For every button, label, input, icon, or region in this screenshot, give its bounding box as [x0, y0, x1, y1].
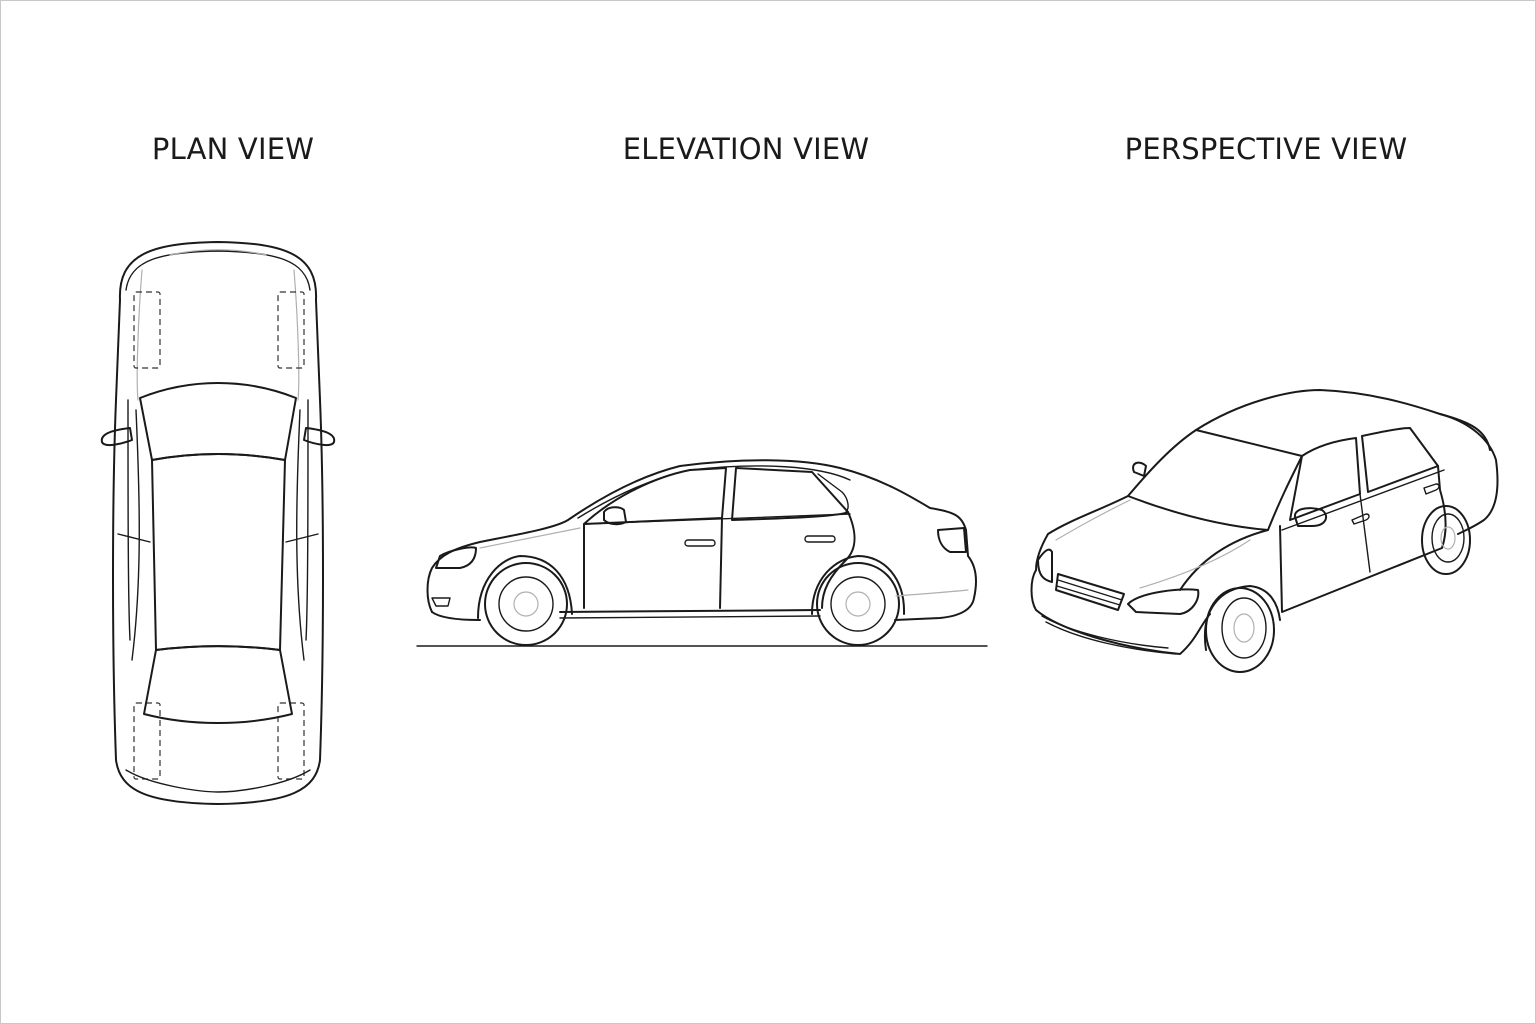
car-body-outline-icon — [112, 241, 324, 805]
taillight-icon — [937, 527, 967, 553]
plan-view-label: PLAN VIEW — [151, 132, 315, 166]
left-mirror-icon — [1132, 461, 1147, 477]
elevation-view-label: ELEVATION VIEW — [622, 132, 870, 166]
front-window-icon — [583, 467, 727, 525]
rear-wheel-icon — [1421, 505, 1471, 575]
right-mirror-icon — [1293, 507, 1328, 527]
front-door-handle-icon — [684, 539, 716, 547]
left-mirror-icon — [100, 427, 133, 447]
door-handle-rear-icon — [1423, 483, 1440, 495]
rear-wheel-icon — [816, 562, 900, 646]
rear-door-handle-icon — [804, 535, 836, 543]
side-mirror-icon — [603, 506, 627, 526]
headlight-left-icon — [1037, 548, 1053, 583]
headlight-right-icon — [1127, 588, 1200, 615]
windshield-icon — [1127, 429, 1303, 531]
right-mirror-icon — [303, 427, 336, 447]
headlight-icon — [435, 546, 477, 569]
door-handle-front-icon — [1351, 513, 1370, 525]
perspective-view-label: PERSPECTIVE VIEW — [1124, 132, 1408, 166]
front-wheel-icon — [484, 562, 568, 646]
grille-icon — [1055, 573, 1125, 611]
